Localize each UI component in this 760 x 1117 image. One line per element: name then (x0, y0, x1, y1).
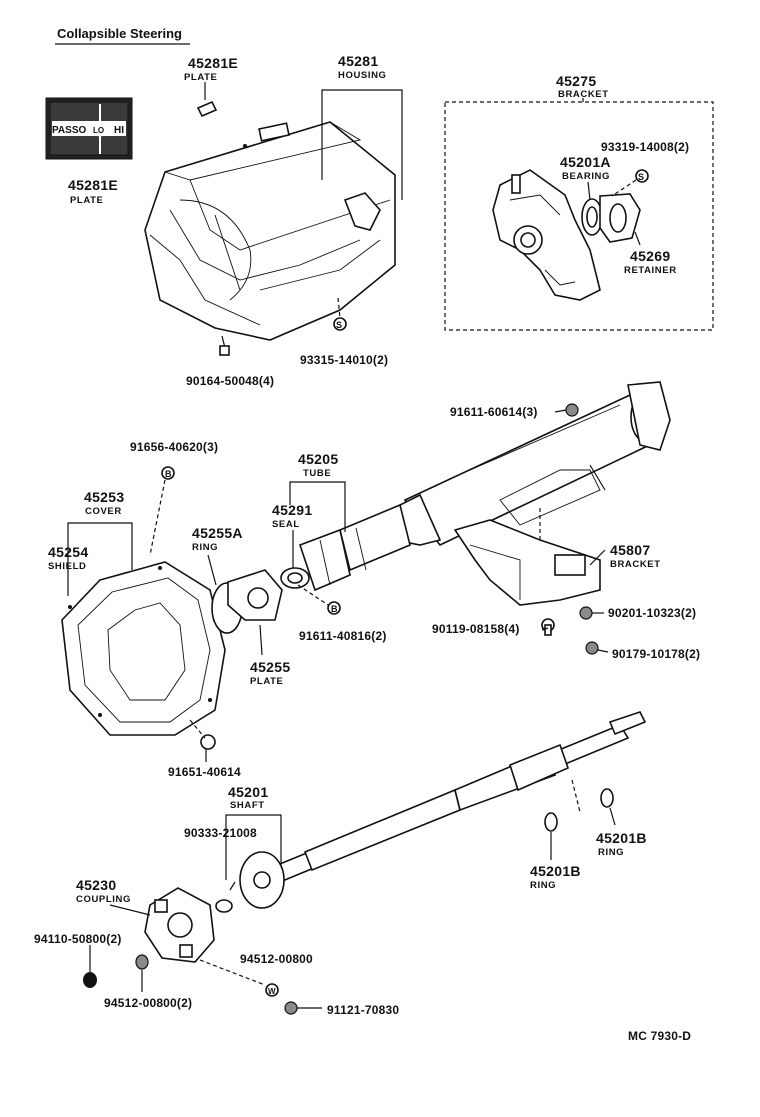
label-45201b-right-name: RING (598, 847, 624, 858)
nut-94110 (83, 972, 97, 988)
tube-45205-drawing (298, 381, 671, 592)
label-45253-name: COVER (85, 506, 122, 517)
label-45201b-mid-name: RING (530, 880, 556, 891)
label-45201a-name: BEARING (562, 171, 610, 182)
label-45291-name: SEAL (272, 519, 300, 530)
label-45281-number: 45281 (338, 53, 378, 69)
label-90333: 90333-21008 (184, 826, 257, 840)
shaft-45201-drawing (229, 711, 647, 909)
diagram-code: MC 7930-D (628, 1029, 691, 1043)
symbol-s-93315: S (333, 297, 347, 331)
label-45201-name: SHAFT (230, 800, 265, 811)
label-45201b-mid-number: 45201B (530, 863, 581, 879)
label-45269-number: 45269 (630, 248, 670, 264)
label-45255a-name: RING (192, 542, 218, 553)
label-45255a-number: 45255A (192, 525, 243, 541)
svg-text:S: S (336, 320, 342, 330)
bearing-45201a-drawing (581, 198, 603, 236)
retainer-45269-drawing (599, 193, 641, 243)
diagram-title: Collapsible Steering (57, 26, 182, 41)
label-91121: 91121-70830 (327, 1003, 399, 1017)
housing-drawing (144, 121, 396, 341)
label-94110: 94110-50800(2) (34, 932, 122, 946)
plate-label-hi: HI (114, 125, 124, 136)
label-45205-number: 45205 (298, 451, 338, 467)
ring-45201b-right-drawing (600, 788, 614, 808)
svg-text:S: S (638, 172, 644, 182)
label-45205-name: TUBE (303, 468, 331, 479)
svg-text:B: B (165, 469, 172, 479)
bracket-45807-drawing (453, 505, 601, 606)
plate-label-passo: PASSO (52, 125, 86, 136)
symbol-s-93319: S (611, 169, 649, 197)
nut-91121 (284, 1001, 322, 1015)
symbol-w-94512: W (199, 959, 279, 997)
plate-45281e-small (196, 100, 218, 118)
bolt-91651 (189, 719, 216, 750)
label-45275-number: 45275 (556, 73, 596, 89)
label-45291-number: 45291 (272, 502, 312, 518)
label-45807-name: BRACKET (610, 559, 661, 570)
label-94512-single: 94512-00800 (240, 952, 313, 966)
label-91651: 91651-40614 (168, 765, 241, 779)
label-45281e-top-name: PLATE (184, 72, 217, 83)
label-45275-name: BRACKET (558, 89, 609, 100)
label-45254-name: SHIELD (48, 561, 86, 572)
label-90179: 90179-10178(2) (612, 647, 700, 661)
symbol-b-91656: B (149, 466, 175, 556)
plate-label-lo: LO (93, 126, 104, 135)
svg-text:W: W (268, 987, 276, 996)
label-45253-number: 45253 (84, 489, 124, 505)
bracket-group-box (444, 101, 714, 331)
label-45281e-top-number: 45281E (188, 55, 238, 71)
label-90164: 90164-50048(4) (186, 374, 274, 388)
label-45254-number: 45254 (48, 544, 88, 560)
leader-lines (67, 82, 641, 992)
label-45201-number: 45201 (228, 784, 268, 800)
seal-45291-drawing (280, 567, 310, 589)
label-94512-pair: 94512-00800(2) (104, 996, 192, 1010)
symbol-b-91611-40816: B (297, 584, 341, 615)
label-45269-name: RETAINER (624, 265, 677, 276)
label-93315: 93315-14010(2) (300, 353, 388, 367)
bracket-45275-drawing (492, 169, 601, 301)
label-45807-number: 45807 (610, 542, 650, 558)
label-45230-name: COUPLING (76, 894, 131, 905)
nut-94512-pair (135, 954, 149, 970)
coupling-45230-drawing (144, 887, 215, 963)
label-91611-60614: 91611-60614(3) (450, 405, 538, 419)
cover-shield-drawing (61, 561, 226, 736)
plate-detail: PASSO LO HI (45, 97, 133, 160)
label-45255-name: PLATE (250, 676, 283, 687)
label-45281e-side-name: PLATE (70, 195, 103, 206)
bolt-90119 (541, 618, 555, 636)
ring-45201b-mid-drawing (544, 812, 558, 832)
shaft-ring-leader (571, 779, 581, 813)
label-91611-40816: 91611-40816(2) (299, 629, 387, 643)
plate-45255-drawing (227, 569, 283, 621)
label-45281e-side-number: 45281E (68, 177, 118, 193)
cap-90333 (215, 899, 233, 913)
label-45281-name: HOUSING (338, 70, 387, 81)
label-45230-number: 45230 (76, 877, 116, 893)
nut-90179 (585, 641, 599, 655)
part-labels: 45281E PLATE 45281 HOUSING 45275 BRACKET… (34, 53, 700, 1017)
bolt-91611-60614 (565, 403, 579, 417)
svg-text:B: B (331, 604, 338, 614)
screw-90164 (219, 335, 230, 356)
nut-90201 (579, 606, 593, 620)
label-91656: 91656-40620(3) (130, 440, 218, 454)
label-45201b-right-number: 45201B (596, 830, 647, 846)
label-45201a-number: 45201A (560, 154, 611, 170)
label-90201: 90201-10323(2) (608, 606, 696, 620)
label-90119: 90119-08158(4) (432, 622, 520, 636)
label-45255-number: 45255 (250, 659, 290, 675)
label-93319: 93319-14008(2) (601, 140, 689, 154)
